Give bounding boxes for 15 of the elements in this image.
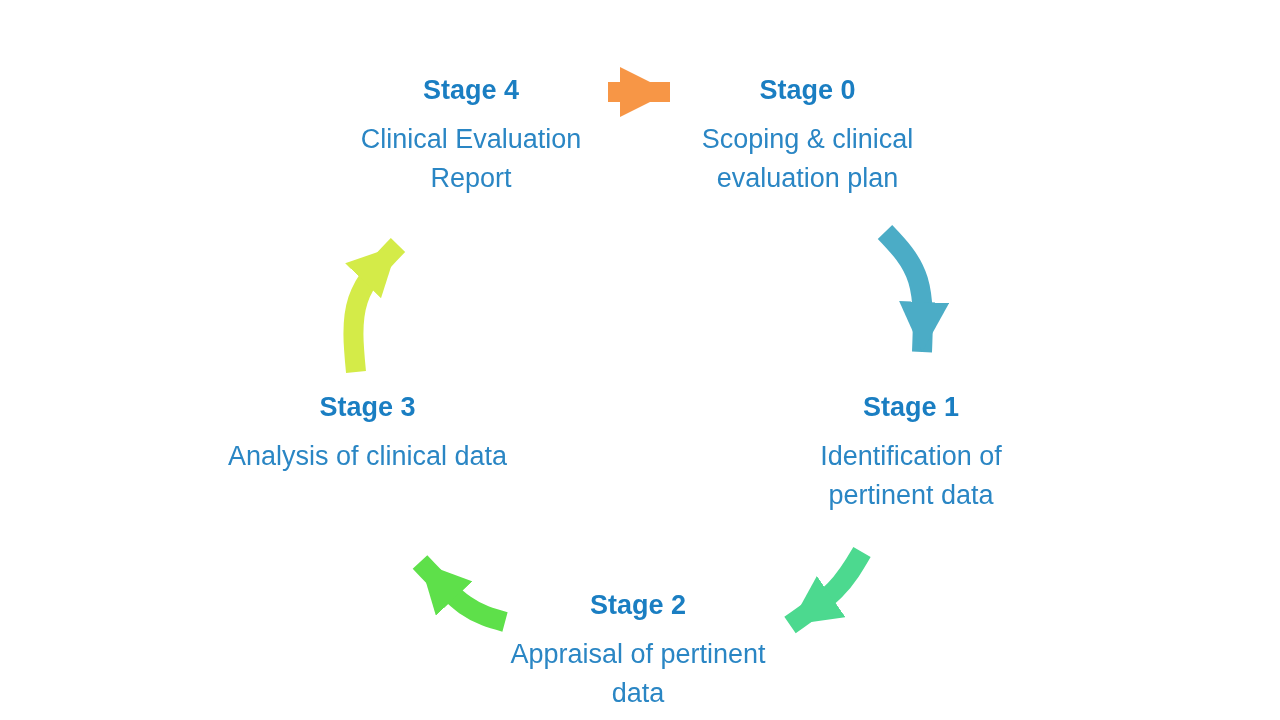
curved-arrow — [343, 238, 406, 373]
stage-description: Analysis of clinical data — [226, 440, 509, 473]
curved-arrow — [608, 67, 670, 117]
stage-description: Scoping & clinical evaluation plan — [700, 123, 915, 195]
stage-heading: Stage 2 — [588, 590, 687, 621]
stage-heading: Stage 0 — [758, 75, 857, 106]
stage-description: Clinical Evaluation Report — [359, 123, 583, 195]
stage-heading: Stage 1 — [861, 392, 960, 423]
stage-heading: Stage 4 — [421, 75, 520, 106]
stage-heading: Stage 3 — [318, 392, 417, 423]
curved-arrow — [784, 546, 871, 634]
curved-arrow — [412, 555, 508, 632]
stage-description: Identification of pertinent data — [819, 440, 1003, 512]
curved-arrow — [877, 225, 950, 353]
stage-description: Appraisal of pertinent data — [509, 638, 767, 710]
